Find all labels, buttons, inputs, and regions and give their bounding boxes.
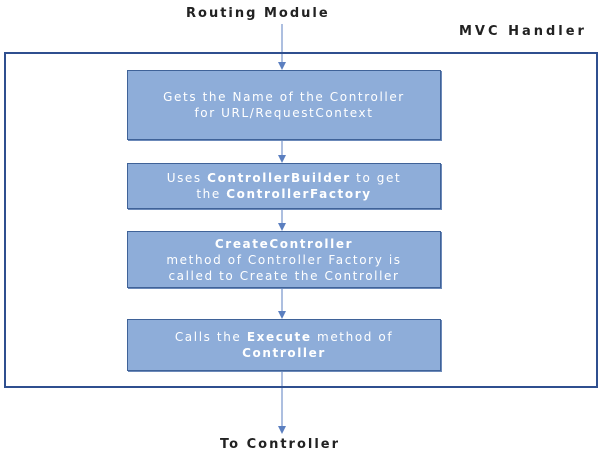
mvc-handler-frame — [4, 52, 598, 388]
step-1-line-2: for URL/RequestContext — [194, 106, 374, 120]
step-1-line-1: Gets the Name of the Controller — [163, 90, 405, 104]
step-create-controller: CreateController method of Controller Fa… — [127, 231, 441, 288]
to-controller-label: To Controller — [220, 437, 341, 452]
step-2-line-1: Uses ControllerBuilder to get — [166, 171, 402, 185]
create-controller-term: CreateController — [214, 236, 354, 251]
controller-builder-term: ControllerBuilder — [207, 171, 351, 185]
step-4-line-2: Controller — [128, 345, 440, 361]
step-4-line-1: Calls the Execute method of — [174, 330, 394, 344]
routing-module-label: Routing Module — [186, 6, 330, 21]
step-controller-builder: Uses ControllerBuilder to get the Contro… — [127, 163, 441, 209]
step-3-line-1: CreateController — [128, 236, 440, 252]
controller-factory-term: ControllerFactory — [226, 187, 372, 201]
controller-term: Controller — [242, 346, 326, 360]
mvc-handler-label: MVC Handler — [459, 24, 587, 39]
step-2-line-2: the ControllerFactory — [196, 187, 372, 201]
step-call-execute: Calls the Execute method of Controller — [127, 319, 441, 371]
step-get-controller-name: Gets the Name of the Controller for URL/… — [127, 70, 441, 140]
execute-term: Execute — [246, 330, 312, 344]
step-3-line-3: called to Create the Controller — [168, 268, 400, 283]
step-3-line-2: method of Controller Factory is — [166, 252, 402, 267]
